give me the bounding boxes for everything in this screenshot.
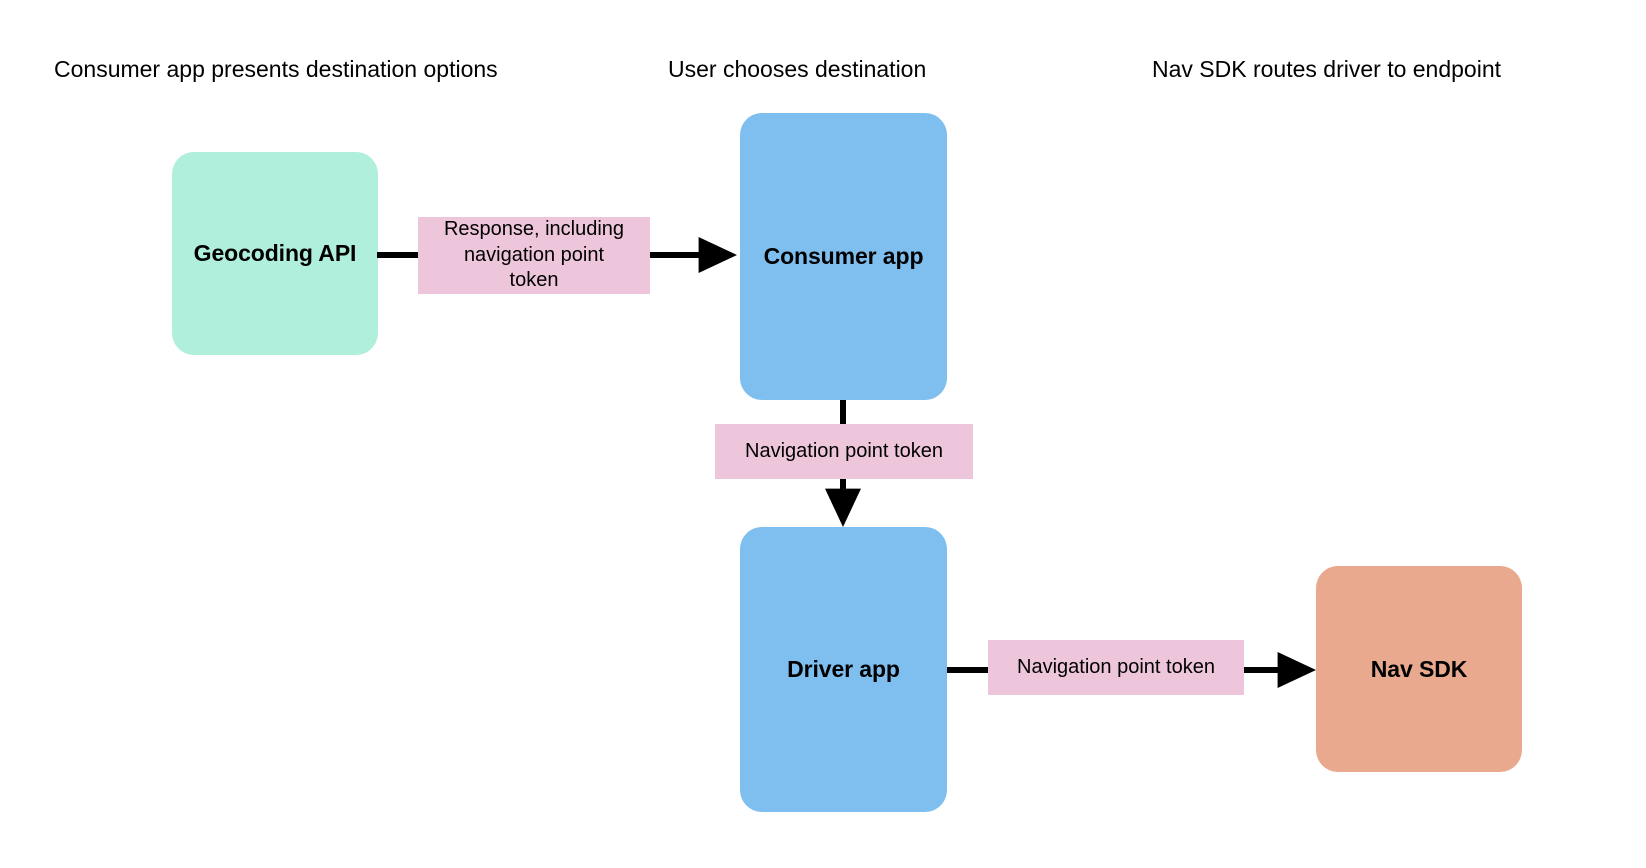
edge-label-navigation-point-token-horizontal: Navigation point token [988, 640, 1244, 695]
edge-label-response-including-navigation-point-token: Response, including navigation point tok… [418, 217, 650, 294]
edge-label-nav-token-horizontal-text: Navigation point token [1017, 655, 1215, 678]
node-geocoding-api-label: Geocoding API [193, 240, 357, 266]
edge-label-nav-token-vertical-text: Navigation point token [745, 439, 943, 462]
node-geocoding-api[interactable]: Geocoding API [172, 152, 378, 355]
edge-label-navigation-point-token-vertical: Navigation point token [715, 424, 973, 479]
column-header-consumer-app: Consumer app presents destination option… [54, 56, 498, 82]
node-nav-sdk-label: Nav SDK [1370, 655, 1468, 682]
edge-label-response-line2: navigation point [463, 243, 605, 266]
column-header-nav-sdk: Nav SDK routes driver to endpoint [1152, 56, 1502, 82]
node-driver-app-label: Driver app [787, 656, 900, 682]
column-header-user-chooses: User chooses destination [668, 56, 927, 82]
node-driver-app[interactable]: Driver app [740, 527, 947, 812]
node-nav-sdk[interactable]: Nav SDK [1316, 566, 1522, 772]
node-consumer-app-label: Consumer app [763, 243, 924, 269]
edge-label-response-line3: token [509, 269, 559, 292]
edge-label-response-text: Response, including navigation point tok… [438, 217, 630, 294]
edge-label-response-line1: Response, including [443, 218, 625, 241]
node-consumer-app[interactable]: Consumer app [740, 113, 947, 400]
